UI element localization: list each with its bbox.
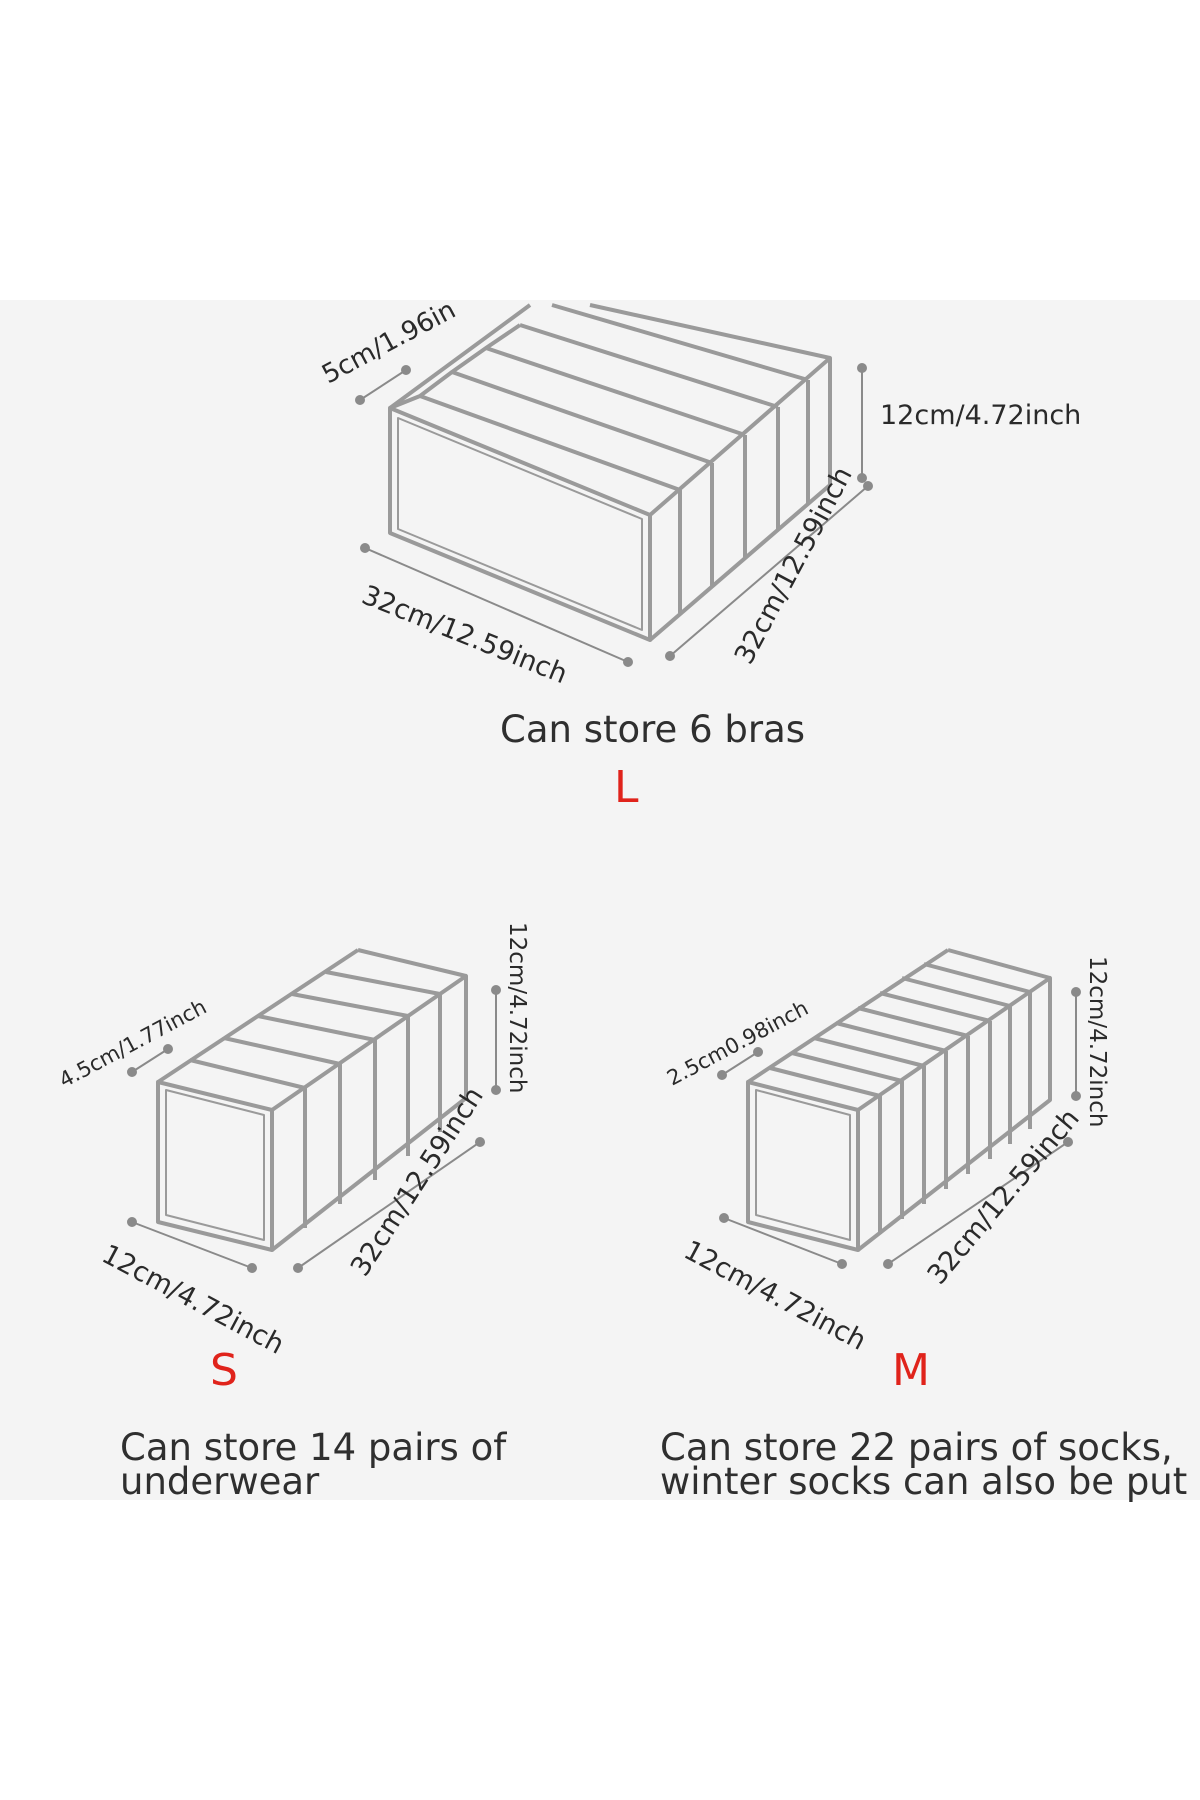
- medium-compartment-width-label: 2.5cm0.98inch: [663, 996, 812, 1091]
- small-organizer-drawing: [156, 948, 468, 1252]
- medium-organizer-drawing: [746, 948, 1052, 1252]
- large-caption: Can store 6 bras: [500, 708, 806, 751]
- medium-caption-line1: Can store 22 pairs of socks,: [660, 1426, 1173, 1469]
- small-width-label: 12cm/4.72inch: [97, 1239, 289, 1361]
- small-caption-line2: underwear: [120, 1460, 320, 1503]
- medium-width-label: 12cm/4.72inch: [679, 1235, 871, 1357]
- small-dimension-lines: [127, 985, 501, 1273]
- small-height-label: 12cm/4.72inch: [504, 922, 530, 1093]
- medium-caption-line2: winter socks can also be put: [660, 1460, 1188, 1503]
- large-height-label: 12cm/4.72inch: [880, 400, 1081, 431]
- small-size-label: S: [210, 1345, 238, 1396]
- organizer-dimension-diagram: 5cm/1.96in 12cm/4.72inch 32cm/12.59inch …: [55, 300, 1110, 1361]
- product-diagram-panel: 5cm/1.96in 12cm/4.72inch 32cm/12.59inch …: [0, 300, 1200, 1500]
- large-dimension-lines: [355, 363, 873, 667]
- large-organizer-drawing: [388, 303, 832, 642]
- small-caption-line1: Can store 14 pairs of: [120, 1426, 507, 1469]
- large-length-label: 32cm/12.59inch: [729, 462, 859, 669]
- large-compartment-width-label: 5cm/1.96in: [317, 300, 460, 390]
- medium-size-label: M: [892, 1345, 930, 1396]
- small-length-label: 32cm/12.59inch: [345, 1082, 490, 1282]
- medium-height-label: 12cm/4.72inch: [1084, 956, 1110, 1127]
- small-compartment-width-label: 4.5cm/1.77inch: [55, 995, 210, 1093]
- large-size-label: L: [614, 762, 639, 813]
- medium-dimension-lines: [717, 987, 1081, 1269]
